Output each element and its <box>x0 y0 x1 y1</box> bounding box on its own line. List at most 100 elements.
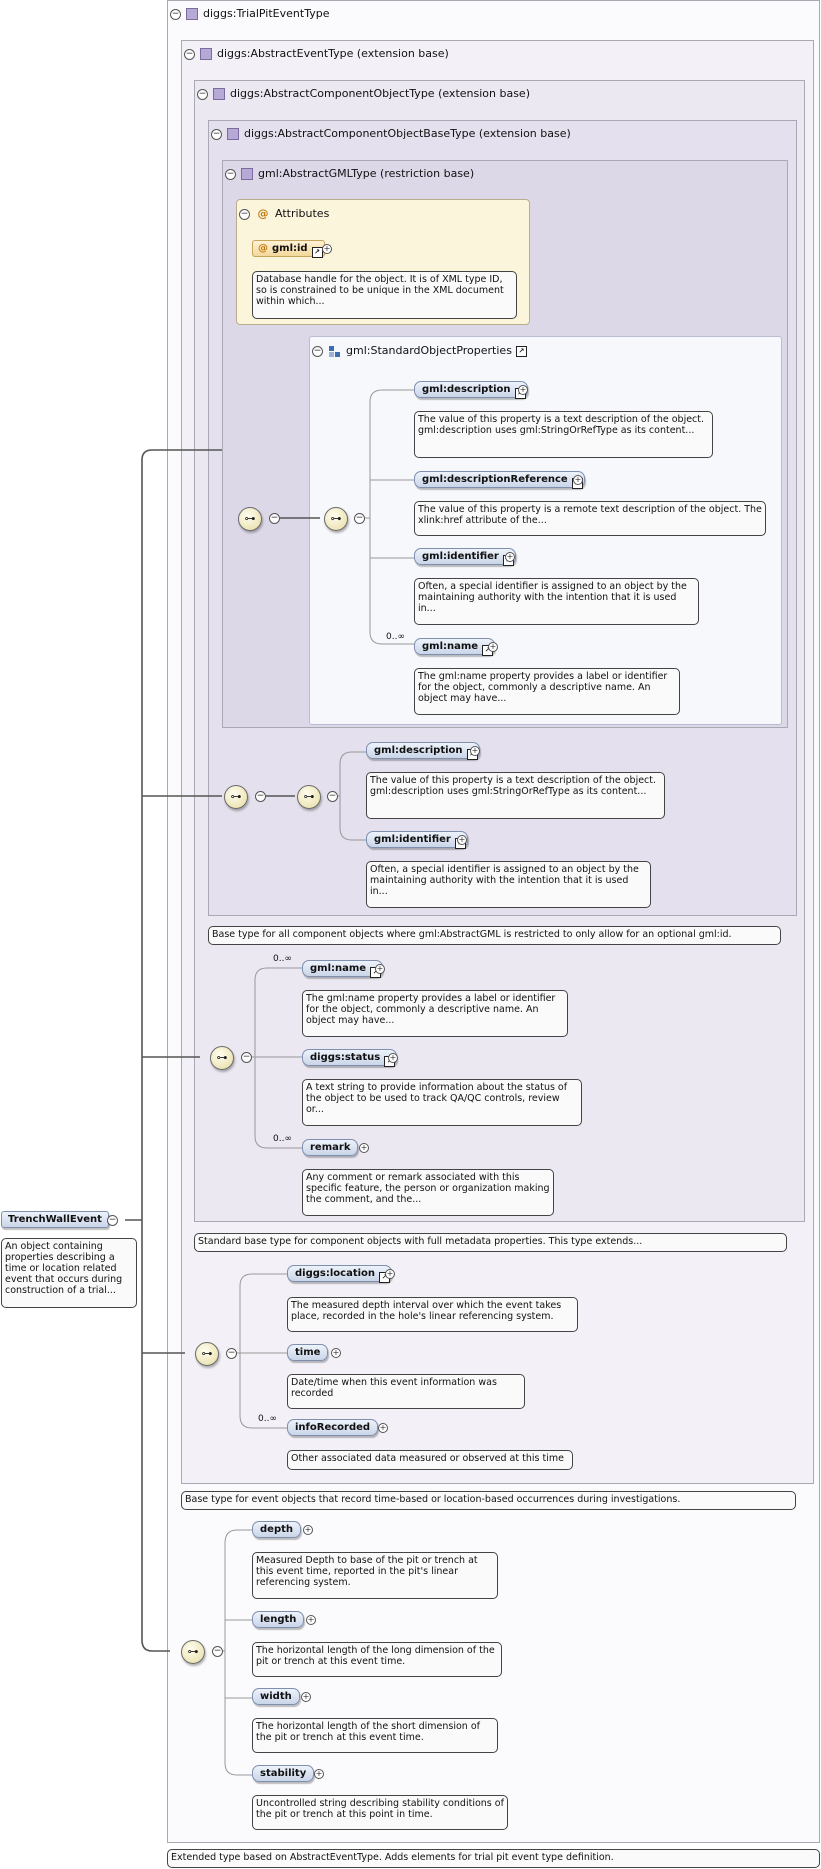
documentation-note: Often, a special identifier is assigned … <box>414 578 699 625</box>
element-label: gml:description <box>374 745 463 756</box>
element-gml-name[interactable]: gml:name↗ <box>302 960 384 978</box>
sequence-compositor-icon[interactable]: ⊶ <box>195 1342 219 1366</box>
group-header: −gml:StandardObjectProperties↗ <box>312 344 533 357</box>
collapse-toggle-icon[interactable]: − <box>225 168 236 180</box>
documentation-note: Measured Depth to base of the pit or tre… <box>252 1552 498 1599</box>
attributes-title: Attributes <box>275 207 330 220</box>
element-gml-name[interactable]: gml:name↗ <box>414 638 496 656</box>
element-label: gml:name <box>422 641 479 652</box>
element-label: remark <box>310 1142 351 1153</box>
attribute-gml-id[interactable]: @gml:id ↗ <box>252 240 325 258</box>
expand-icon[interactable]: + <box>457 835 467 845</box>
documentation-note: Often, a special identifier is assigned … <box>366 861 651 908</box>
collapse-toggle-icon[interactable]: − <box>226 1348 237 1359</box>
attribute-label: gml:id <box>272 243 308 254</box>
element-label: TrenchWallEvent <box>8 1214 102 1225</box>
documentation-note: Date/time when this event information wa… <box>287 1374 525 1409</box>
sequence-compositor-icon[interactable]: ⊶ <box>181 1640 205 1664</box>
cardinality-label: 0..∞ <box>258 1414 277 1424</box>
element-label: stability <box>260 1768 307 1779</box>
element-gml-identifier[interactable]: gml:identifier↗ <box>366 831 468 849</box>
expand-icon[interactable]: + <box>505 552 515 562</box>
documentation-note: The value of this property is a text des… <box>414 411 713 458</box>
element-diggs-status[interactable]: diggs:status↗ <box>302 1049 398 1067</box>
type-documentation: Base type for all component objects wher… <box>208 926 781 945</box>
type-header-gml: − gml:AbstractGMLType (restriction base) <box>225 167 474 180</box>
complex-type-icon <box>186 8 198 20</box>
expand-icon[interactable]: + <box>322 244 332 254</box>
element-remark[interactable]: remark <box>302 1139 359 1156</box>
expand-icon[interactable]: + <box>488 642 498 652</box>
collapse-toggle-icon[interactable]: − <box>184 48 195 60</box>
element-label: gml:description <box>422 384 511 395</box>
expand-icon[interactable]: + <box>306 1615 316 1625</box>
expand-icon[interactable]: + <box>314 1769 324 1779</box>
expand-icon[interactable]: + <box>331 1348 341 1358</box>
expand-icon[interactable]: + <box>301 1692 311 1702</box>
documentation-note: The value of this property is a remote t… <box>414 501 766 536</box>
attribute-at-icon: @ <box>257 207 269 220</box>
sequence-compositor-icon[interactable]: ⊶ <box>210 1046 234 1070</box>
element-info-recorded[interactable]: infoRecorded <box>287 1419 379 1436</box>
attributes-header: − @ Attributes <box>239 207 329 220</box>
collapse-toggle-icon[interactable]: − <box>312 345 323 357</box>
element-diggs-location[interactable]: diggs:location↗ <box>287 1265 393 1283</box>
expand-icon[interactable]: + <box>573 475 583 485</box>
collapse-toggle-icon[interactable]: − <box>241 1052 252 1063</box>
element-depth[interactable]: depth <box>252 1521 301 1538</box>
element-label: diggs:status <box>310 1052 381 1063</box>
documentation-note: The measured depth interval over which t… <box>287 1297 578 1332</box>
complex-type-icon <box>241 168 253 180</box>
root-element-trench-wall-event[interactable]: TrenchWallEvent <box>1 1211 109 1228</box>
element-gml-description[interactable]: gml:description↗ <box>414 381 528 399</box>
element-time[interactable]: time <box>287 1344 329 1361</box>
cardinality-label: 0..∞ <box>273 1134 292 1144</box>
expand-icon[interactable]: + <box>470 746 480 756</box>
element-label: gml:identifier <box>374 834 451 845</box>
documentation-note: The horizontal length of the long dimens… <box>252 1642 502 1677</box>
type-header-component-base: −diggs:AbstractComponentObjectBaseType (… <box>211 127 571 140</box>
documentation-note: Any comment or remark associated with th… <box>302 1169 554 1216</box>
sequence-compositor-icon[interactable]: ⊶ <box>238 507 262 531</box>
documentation-note: The gml:name property provides a label o… <box>414 668 680 715</box>
complex-type-icon <box>227 128 239 140</box>
collapse-toggle-icon[interactable]: − <box>197 88 208 100</box>
collapse-toggle-icon[interactable]: − <box>269 513 280 524</box>
collapse-toggle-icon[interactable]: − <box>327 791 338 802</box>
expand-icon[interactable]: + <box>303 1525 313 1535</box>
sequence-compositor-icon[interactable]: ⊶ <box>224 785 248 809</box>
expand-icon[interactable]: + <box>378 1423 388 1433</box>
documentation-note: The value of this property is a text des… <box>366 772 665 819</box>
collapse-toggle-icon[interactable]: − <box>211 128 222 140</box>
element-label: gml:identifier <box>422 551 499 562</box>
collapse-toggle-icon[interactable]: − <box>212 1646 223 1657</box>
element-gml-identifier[interactable]: gml:identifier↗ <box>414 548 516 566</box>
expand-icon[interactable]: + <box>388 1053 398 1063</box>
element-width[interactable]: width <box>252 1688 300 1705</box>
type-documentation: Standard base type for component objects… <box>194 1233 787 1252</box>
expand-icon[interactable]: + <box>359 1143 369 1153</box>
sequence-compositor-icon[interactable]: ⊶ <box>324 507 348 531</box>
collapse-toggle-icon[interactable]: − <box>255 791 266 802</box>
collapse-toggle-icon[interactable]: − <box>170 8 181 20</box>
type-title: diggs:AbstractEventType (extension base) <box>217 47 449 60</box>
expand-icon[interactable]: + <box>385 1269 395 1279</box>
element-stability[interactable]: stability <box>252 1765 315 1782</box>
type-title: diggs:TrialPitEventType <box>203 7 330 20</box>
element-label: gml:name <box>310 963 367 974</box>
collapse-toggle-icon[interactable]: − <box>239 208 250 220</box>
collapse-toggle-icon[interactable]: − <box>107 1215 118 1226</box>
element-length[interactable]: length <box>252 1611 305 1628</box>
collapse-toggle-icon[interactable]: − <box>354 513 365 524</box>
expand-icon[interactable]: + <box>518 385 528 395</box>
type-title: gml:AbstractGMLType (restriction base) <box>258 167 475 180</box>
element-gml-description-reference[interactable]: gml:descriptionReference↗ <box>414 471 585 489</box>
element-gml-description[interactable]: gml:description↗ <box>366 742 480 760</box>
complex-type-icon <box>200 48 212 60</box>
type-documentation: Extended type based on AbstractEventType… <box>167 1849 820 1868</box>
documentation-note: Other associated data measured or observ… <box>287 1450 573 1470</box>
expand-icon[interactable]: + <box>375 964 385 974</box>
reference-arrow-icon: ↗ <box>515 345 527 357</box>
sequence-compositor-icon[interactable]: ⊶ <box>297 785 321 809</box>
